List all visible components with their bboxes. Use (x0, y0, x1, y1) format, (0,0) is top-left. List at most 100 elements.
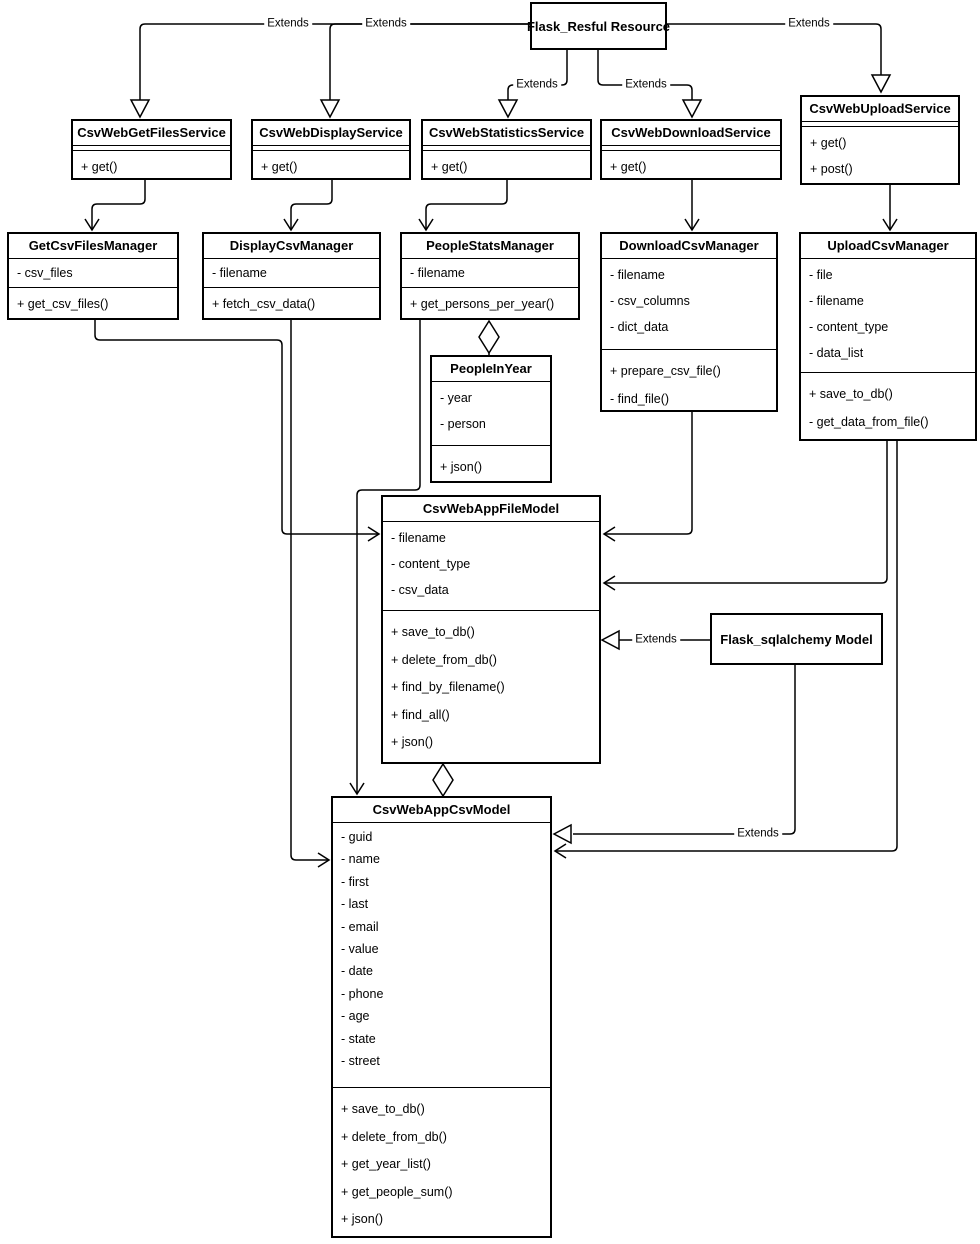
methods-compartment: + save_to_db() + delete_from_db() + get_… (333, 1088, 550, 1236)
edge-assoc-display-manager (283, 180, 333, 232)
attribute: - dict_data (610, 320, 669, 334)
edge-assoc-stats-csvmodel (349, 320, 421, 796)
edge-assoc-stats-manager (418, 180, 508, 232)
class-title: CsvWebStatisticsService (423, 121, 590, 146)
attribute: - value (341, 942, 379, 957)
method: + save_to_db() (391, 625, 475, 639)
attribute: - email (341, 919, 379, 934)
class-title: PeopleStatsManager (402, 234, 578, 259)
class-title: CsvWebGetFilesService (73, 121, 230, 146)
attribute: - filename (610, 268, 665, 282)
attribute: - guid (341, 830, 373, 844)
method: + get() (610, 160, 647, 174)
method: + get() (261, 160, 298, 174)
edge-label-extends: Extends (513, 78, 561, 92)
edge-assoc-download-filemodel (602, 412, 693, 542)
methods-compartment: + get() (73, 151, 230, 178)
method: + save_to_db() (341, 1102, 425, 1116)
class-download-csv-manager[interactable]: DownloadCsvManager - filename - csv_colu… (600, 232, 778, 412)
class-flask-sqlalchemy-model[interactable]: Flask_sqlalchemy Model (710, 613, 883, 665)
attributes-compartment: - filename (204, 259, 379, 288)
class-csv-web-download-service[interactable]: CsvWebDownloadService + get() (600, 119, 782, 180)
method: + json() (391, 735, 434, 750)
method: + post() (810, 162, 853, 176)
empty-attributes-compartment (802, 122, 958, 127)
method: + json() (440, 460, 483, 474)
class-title: CsvWebAppFileModel (383, 497, 599, 522)
method: + delete_from_db() (391, 652, 497, 667)
edge-aggregation-peopleinyear (478, 319, 500, 355)
class-people-in-year[interactable]: PeopleInYear - year - person + json() (430, 355, 552, 483)
attributes-compartment: - filename - content_type - csv_data (383, 522, 599, 611)
empty-attributes-compartment (253, 146, 409, 151)
methods-compartment: + get() (253, 151, 409, 178)
attribute: - filename (391, 531, 446, 545)
class-csv-web-get-files-service[interactable]: CsvWebGetFilesService + get() (71, 119, 232, 180)
class-upload-csv-manager[interactable]: UploadCsvManager - file - filename - con… (799, 232, 977, 441)
attribute: - first (341, 874, 369, 889)
attributes-compartment: - year - person (432, 382, 550, 446)
edge-extends-display (319, 23, 530, 119)
class-csv-web-display-service[interactable]: CsvWebDisplayService + get() (251, 119, 411, 180)
class-title: Flask_sqlalchemy Model (720, 631, 873, 647)
empty-attributes-compartment (73, 146, 230, 151)
attribute: - filename (809, 294, 864, 308)
edge-aggregation-csvmodel (432, 762, 454, 798)
class-title: CsvWebUploadService (802, 97, 958, 122)
edge-extends-upload (667, 23, 892, 94)
class-flask-restful-resource[interactable]: Flask_Resful Resource (526, 2, 671, 50)
class-csv-web-app-csv-model[interactable]: CsvWebAppCsvModel - guid - name - first … (331, 796, 552, 1238)
method: + json() (341, 1212, 384, 1227)
class-title: PeopleInYear (432, 357, 550, 382)
class-people-stats-manager[interactable]: PeopleStatsManager - filename + get_pers… (400, 232, 580, 320)
edge-extends-csvmodel (552, 665, 796, 845)
class-csv-web-upload-service[interactable]: CsvWebUploadService + get() + post() (800, 95, 960, 185)
edge-label-extends: Extends (785, 17, 833, 31)
class-csv-web-statistics-service[interactable]: CsvWebStatisticsService + get() (421, 119, 592, 180)
attribute: - street (341, 1054, 380, 1069)
class-title: GetCsvFilesManager (9, 234, 177, 259)
edge-assoc-getfiles-filemodel (94, 320, 381, 542)
attribute: - csv_data (391, 583, 449, 597)
attribute: - content_type (391, 557, 471, 571)
methods-compartment: + save_to_db() + delete_from_db() + find… (383, 611, 599, 762)
class-title: Flask_Resful Resource (526, 18, 671, 34)
method: + get() (81, 160, 118, 174)
attribute: - content_type (809, 320, 889, 334)
attributes-compartment: - filename - csv_columns - dict_data (602, 259, 776, 350)
method: + find_all() (391, 707, 450, 722)
method: - get_data_from_file() (809, 414, 929, 429)
empty-attributes-compartment (602, 146, 780, 151)
methods-compartment: + json() (432, 446, 550, 481)
edge-assoc-getfiles-manager (84, 180, 146, 232)
class-display-csv-manager[interactable]: DisplayCsvManager - filename + fetch_csv… (202, 232, 381, 320)
class-title: DisplayCsvManager (204, 234, 379, 259)
method: + get() (810, 136, 847, 150)
class-csv-web-app-file-model[interactable]: CsvWebAppFileModel - filename - content_… (381, 495, 601, 764)
attribute: - name (341, 852, 380, 867)
class-get-csv-files-manager[interactable]: GetCsvFilesManager - csv_files + get_csv… (7, 232, 179, 320)
edge-label-extends: Extends (264, 17, 312, 31)
method: + get_people_sum() (341, 1184, 453, 1199)
attribute: - phone (341, 986, 384, 1001)
methods-compartment: + get() + post() (802, 127, 958, 183)
class-title: UploadCsvManager (801, 234, 975, 259)
method: + fetch_csv_data() (212, 297, 316, 311)
methods-compartment: + prepare_csv_file() - find_file() (602, 350, 776, 410)
edge-extends-getfiles (129, 23, 530, 119)
attributes-compartment: - file - filename - content_type - data_… (801, 259, 975, 373)
attribute: - last (341, 897, 369, 912)
method: + get() (431, 160, 468, 174)
attribute: - file (809, 268, 833, 282)
method: + get_year_list() (341, 1157, 431, 1172)
methods-compartment: + get_persons_per_year() (402, 288, 578, 318)
edge-assoc-upload-filemodel (602, 441, 888, 591)
edge-label-extends: Extends (362, 17, 410, 31)
method: + delete_from_db() (341, 1129, 447, 1144)
methods-compartment: + get() (423, 151, 590, 178)
attribute: - date (341, 964, 373, 979)
edge-label-extends: Extends (734, 827, 782, 841)
empty-attributes-compartment (423, 146, 590, 151)
